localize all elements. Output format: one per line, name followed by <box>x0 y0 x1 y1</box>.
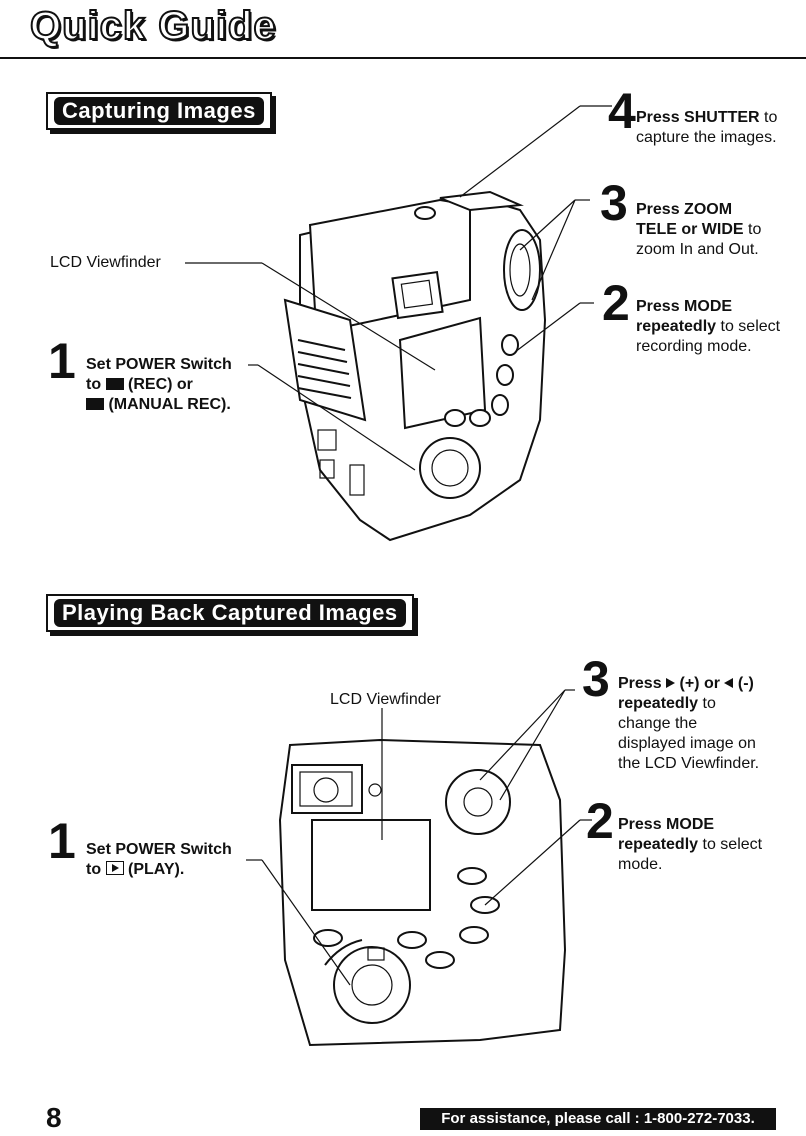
step-1-line1: Set POWER Switch <box>86 356 232 373</box>
right-arrow-icon <box>666 678 676 688</box>
step-number: 3 <box>582 651 610 707</box>
step-number: 4 <box>608 83 636 139</box>
section-banner-label: Playing Back Captured Images <box>54 599 406 627</box>
step-1-play-label: (PLAY). <box>128 861 185 878</box>
section-banner-playing: Playing Back Captured Images <box>46 594 414 632</box>
step-1-to: to <box>86 376 102 393</box>
step-4-rest: to capture the images. <box>636 109 778 146</box>
step-3-play-press: Press <box>618 675 662 692</box>
step-number: 1 <box>48 813 76 869</box>
left-arrow-icon <box>724 678 734 688</box>
step-3-play-plus: (+) or <box>679 675 720 692</box>
step-4-instruction: Press SHUTTER to capture the images. <box>636 108 786 148</box>
step-2-play-rest: to select mode. <box>618 836 763 873</box>
step-3-play-instruction: Press (+) or (-) repeatedly to change th… <box>618 674 768 774</box>
play-icon <box>105 861 124 875</box>
step-1-instruction: Set POWER Switch to (REC) or (MANUAL REC… <box>86 355 266 415</box>
step-3-play-minus: (-) repeatedly <box>618 675 754 712</box>
step-1-line3: (MANUAL REC). <box>86 395 266 415</box>
section-banner-capturing: Capturing Images <box>46 92 272 130</box>
step-2-instruction: Press MODE repeatedly to select recordin… <box>636 297 781 357</box>
step-2-play-bold: Press MODE repeatedly <box>618 816 715 853</box>
section-banner-label: Capturing Images <box>54 97 264 125</box>
camera-manual-icon <box>86 398 104 410</box>
step-4-bold: Press SHUTTER <box>636 109 760 126</box>
step-3-instruction: Press ZOOM TELE or WIDE to zoom In and O… <box>636 200 786 260</box>
step-2-play-instruction: Press MODE repeatedly to select mode. <box>618 815 763 875</box>
step-1-play-to: to <box>86 861 102 878</box>
assistance-banner: For assistance, please call : 1-800-272-… <box>420 1108 776 1130</box>
step-3-rest: to zoom In and Out. <box>636 221 762 258</box>
lcd-viewfinder-label: LCD Viewfinder <box>330 691 441 708</box>
camera-rec-illustration <box>185 105 612 542</box>
title-divider <box>0 57 806 59</box>
camera-rec-icon <box>105 378 124 390</box>
page-title: Quick Guide <box>29 3 277 49</box>
step-number: 3 <box>600 175 628 231</box>
step-1-play-line1: Set POWER Switch <box>86 841 232 858</box>
step-number: 2 <box>602 275 630 331</box>
lcd-viewfinder-label: LCD Viewfinder <box>50 254 161 271</box>
step-3-bold2: TELE or WIDE <box>636 221 744 238</box>
step-number: 2 <box>586 793 614 849</box>
step-2-rest: to select recording mode. <box>636 318 781 355</box>
step-1-play-line2: to (PLAY). <box>86 860 266 880</box>
step-1-rec: (REC) or <box>128 376 193 393</box>
step-3-bold1: Press ZOOM <box>636 201 733 218</box>
step-2-bold: Press MODE repeatedly <box>636 298 733 335</box>
step-3-play-rest: to change the displayed image on the LCD… <box>618 695 760 772</box>
step-number: 1 <box>48 333 76 389</box>
step-1-line2: to (REC) or <box>86 375 266 395</box>
page-number: 8 <box>46 1102 62 1133</box>
step-1-manual: (MANUAL REC). <box>108 396 231 413</box>
step-1-play-instruction: Set POWER Switch to (PLAY). <box>86 840 266 880</box>
